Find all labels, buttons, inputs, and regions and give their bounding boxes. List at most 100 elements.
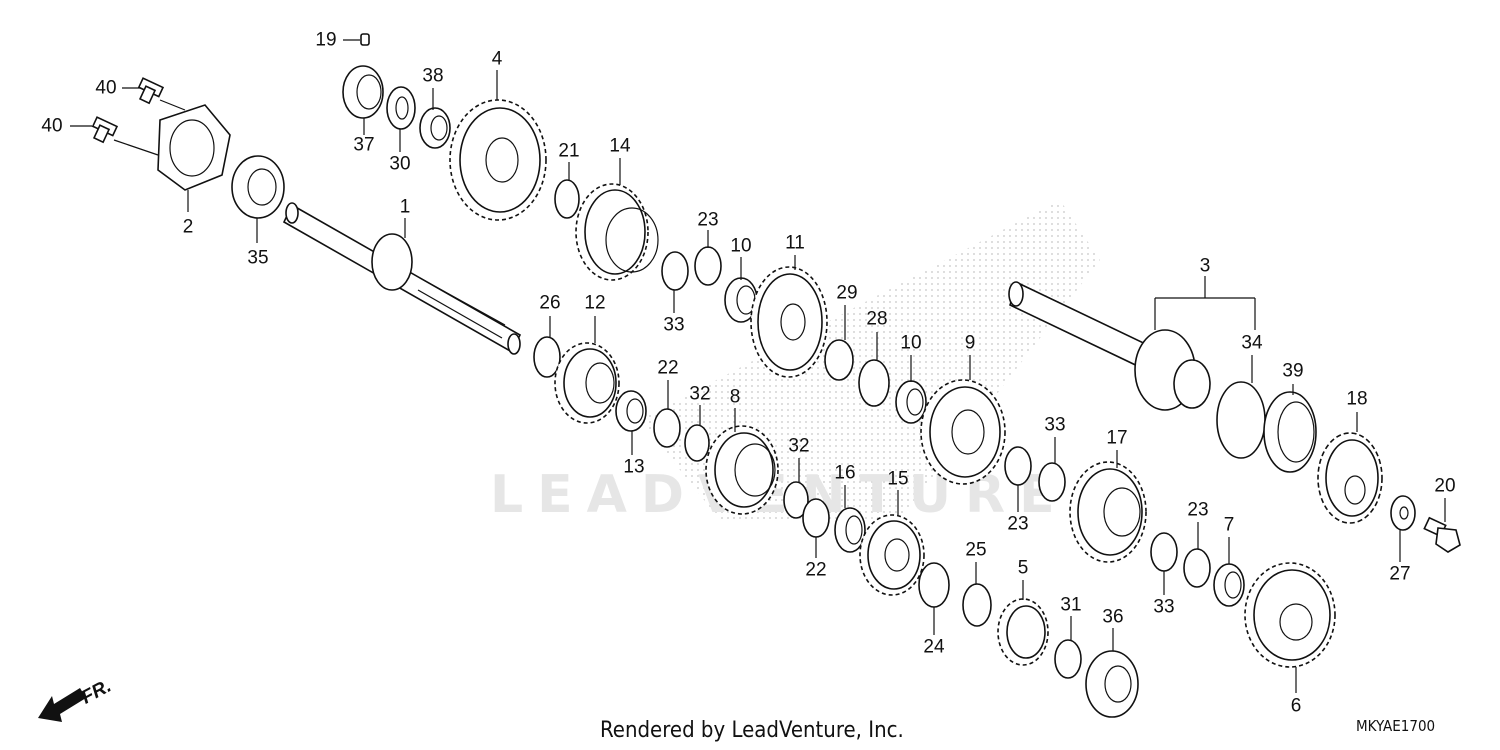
part-33-washer-middle [1038, 462, 1066, 502]
part-5-gear [997, 598, 1049, 666]
callout-12: 12 [584, 293, 605, 314]
part-2-bearing-plate [157, 104, 231, 191]
callout-24: 24 [923, 637, 945, 658]
part-7-bushing [1213, 563, 1245, 607]
callout-10: 10 [900, 333, 921, 354]
callout-17: 17 [1106, 428, 1127, 449]
part-10-bushing-lower [895, 380, 927, 424]
part-37-needle-bearing [342, 65, 384, 119]
callout-23: 23 [697, 210, 718, 231]
callout-18: 18 [1346, 389, 1367, 410]
callout-37: 37 [353, 135, 374, 156]
callout-labels: 19 40 40 2 35 37 30 38 4 1 21 14 23 10 1… [41, 30, 1455, 717]
part-1-mainshaft [282, 202, 522, 355]
callout-3: 3 [1200, 256, 1211, 277]
part-30-washer [386, 86, 416, 130]
rendered-by-footer: Rendered by LeadVenture, Inc. [600, 718, 904, 743]
part-6-gear [1244, 562, 1336, 668]
callout-32: 32 [689, 384, 710, 405]
callout-15: 15 [887, 469, 908, 490]
callout-4: 4 [492, 49, 503, 70]
callout-34: 34 [1241, 333, 1263, 354]
part-32-circlip-lower [783, 481, 809, 519]
callout-19: 19 [315, 30, 336, 51]
callout-8: 8 [730, 387, 741, 408]
part-4-gear [449, 99, 547, 221]
callout-7: 7 [1224, 515, 1235, 536]
part-28-washer [858, 359, 890, 407]
part-29-circlip [824, 339, 854, 381]
callout-40: 40 [95, 78, 116, 99]
callout-9: 9 [965, 333, 976, 354]
callout-11: 11 [785, 233, 805, 254]
part-22-circlip-upper [653, 408, 681, 448]
callout-26: 26 [539, 293, 560, 314]
callout-28: 28 [866, 309, 887, 330]
part-22-circlip-lower [802, 498, 830, 538]
callout-5: 5 [1018, 558, 1029, 579]
part-21-circlip [554, 179, 580, 219]
callout-38: 38 [422, 66, 443, 87]
part-12-gear [554, 342, 620, 424]
callout-36: 36 [1102, 607, 1123, 628]
callout-33: 33 [1153, 597, 1174, 618]
part-26-washer [533, 336, 561, 378]
part-25-washer [962, 583, 992, 627]
callout-32: 32 [788, 436, 809, 457]
callout-6: 6 [1291, 696, 1302, 717]
callout-10: 10 [730, 236, 751, 257]
callout-22: 22 [657, 358, 678, 379]
front-direction-label: FR. [78, 676, 115, 709]
part-39-oil-seal [1263, 391, 1317, 473]
callout-13: 13 [623, 457, 644, 478]
part-23-circlip-middle [1004, 446, 1032, 486]
part-34-circlip [1216, 381, 1266, 459]
part-17-gear [1069, 461, 1147, 563]
callout-21: 21 [558, 141, 579, 162]
part-23-circlip-lower [1183, 548, 1211, 588]
callout-30: 30 [389, 154, 410, 175]
callout-20: 20 [1434, 476, 1455, 497]
callout-23: 23 [1187, 500, 1208, 521]
part-33-washer-upper [661, 251, 689, 291]
diagram-code: MKYAE1700 [1356, 717, 1436, 735]
part-9-gear [920, 379, 1006, 485]
part-40-bolt-lower [91, 116, 119, 144]
callout-25: 25 [965, 540, 986, 561]
part-23-circlip-upper [694, 246, 722, 286]
part-24-washer [918, 562, 950, 608]
part-18-drive-sprocket [1317, 432, 1383, 524]
part-16-bushing [834, 507, 866, 553]
part-35-bearing [231, 155, 285, 219]
callout-27: 27 [1389, 564, 1410, 585]
part-3-countershaft [1008, 281, 1211, 411]
callout-29: 29 [836, 283, 857, 304]
part-11-gear [750, 266, 828, 378]
part-15-gear [859, 514, 925, 596]
part-31-washer [1054, 639, 1082, 679]
part-20-bolt [1423, 516, 1461, 553]
part-8-gear [705, 425, 779, 515]
callout-2: 2 [183, 217, 194, 238]
part-27-washer [1390, 495, 1416, 531]
callout-31: 31 [1060, 595, 1081, 616]
part-14-gear [575, 183, 659, 281]
part-36-bearing [1085, 650, 1139, 718]
part-33-washer-lower [1150, 532, 1178, 572]
callout-23: 23 [1007, 514, 1028, 535]
part-13-bushing [615, 390, 647, 432]
front-direction-arrow-icon [38, 688, 86, 722]
callout-33: 33 [663, 315, 684, 336]
callout-14: 14 [609, 136, 631, 157]
part-10-bushing-upper [724, 277, 758, 323]
part-19-pin [360, 33, 370, 46]
callout-39: 39 [1282, 361, 1303, 382]
part-32-circlip-upper [684, 424, 710, 462]
part-40-bolt-upper [137, 77, 165, 105]
callout-1: 1 [400, 197, 411, 218]
callout-35: 35 [247, 248, 268, 269]
callout-16: 16 [834, 463, 855, 484]
callout-33: 33 [1044, 415, 1065, 436]
callout-22: 22 [805, 560, 826, 581]
